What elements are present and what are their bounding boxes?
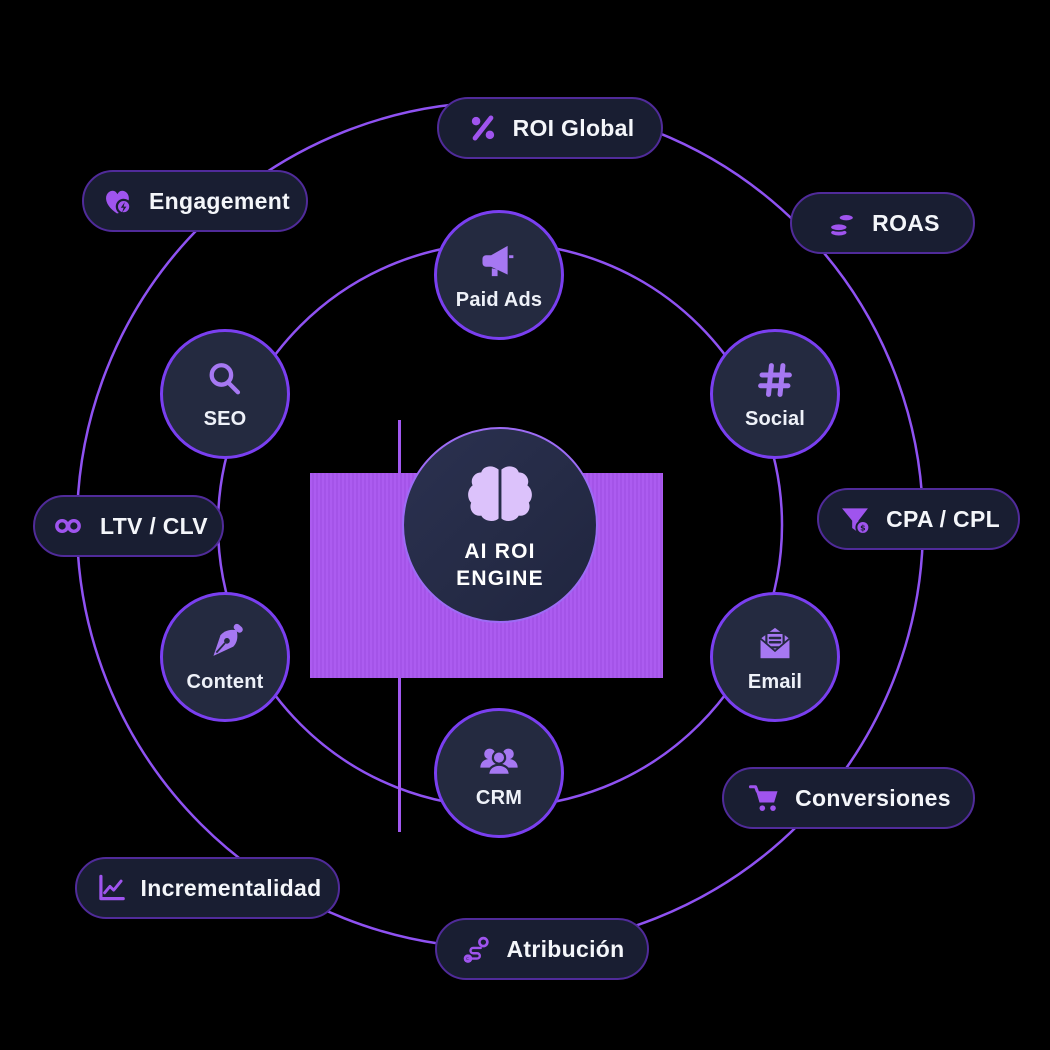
pill-label: CPA / CPL <box>886 505 1000 532</box>
pill-roas[interactable]: ROAS <box>790 192 975 254</box>
node-email[interactable]: Email <box>710 592 840 722</box>
percent-icon <box>471 115 494 141</box>
pill-label: ROAS <box>872 209 940 236</box>
pill-engagement[interactable]: Engagement <box>82 170 308 232</box>
search-icon <box>209 363 241 395</box>
users-icon <box>480 748 518 776</box>
heart-bolt-icon <box>106 190 132 215</box>
hashtag-icon <box>758 363 792 397</box>
brain-icon <box>468 466 532 522</box>
pill-label: ROI Global <box>512 114 635 141</box>
pill-ltv-clv[interactable]: LTV / CLV <box>33 495 224 557</box>
route-icon <box>463 936 489 963</box>
node-crm[interactable]: CRM <box>434 708 564 838</box>
node-label: Social <box>744 408 806 430</box>
node-content[interactable]: Content <box>160 592 290 722</box>
pill-label: Atribución <box>506 935 625 962</box>
node-paid-ads[interactable]: Paid Ads <box>434 210 564 340</box>
infinity-icon <box>55 518 81 534</box>
pill-conversiones[interactable]: Conversiones <box>722 767 975 829</box>
node-seo[interactable]: SEO <box>160 329 290 459</box>
hub-title-line1: AI ROI <box>464 540 536 564</box>
funnel-dollar-icon: $ <box>842 508 871 535</box>
node-label: SEO <box>203 408 247 430</box>
envelope-open-icon <box>760 627 790 659</box>
hub-title-line2: ENGINE <box>456 566 544 590</box>
pill-label: Conversiones <box>795 784 951 811</box>
hub-title: AI ROI ENGINE <box>456 539 544 592</box>
node-social[interactable]: Social <box>710 329 840 459</box>
pill-roi-global[interactable]: ROI Global <box>437 97 663 159</box>
center-hub-ai-roi-engine[interactable]: AI ROI ENGINE <box>402 427 598 623</box>
pill-incrementalidad[interactable]: Incrementalidad <box>75 857 340 919</box>
node-label: Email <box>747 671 803 693</box>
node-label: Paid Ads <box>455 289 543 311</box>
pill-label: LTV / CLV <box>100 512 208 539</box>
cart-icon <box>749 785 778 811</box>
megaphone-icon <box>482 245 514 277</box>
pill-atribucion[interactable]: Atribución <box>435 918 649 980</box>
svg-text:$: $ <box>860 523 865 532</box>
chart-line-icon <box>98 874 125 901</box>
pen-nib-icon <box>213 623 243 656</box>
coins-icon <box>829 213 855 238</box>
node-label: CRM <box>475 787 523 809</box>
pill-label: Engagement <box>148 187 291 214</box>
node-label: Content <box>186 671 264 693</box>
pill-cpa-cpl[interactable]: $ CPA / CPL <box>817 488 1020 550</box>
pill-label: Incrementalidad <box>140 874 322 901</box>
